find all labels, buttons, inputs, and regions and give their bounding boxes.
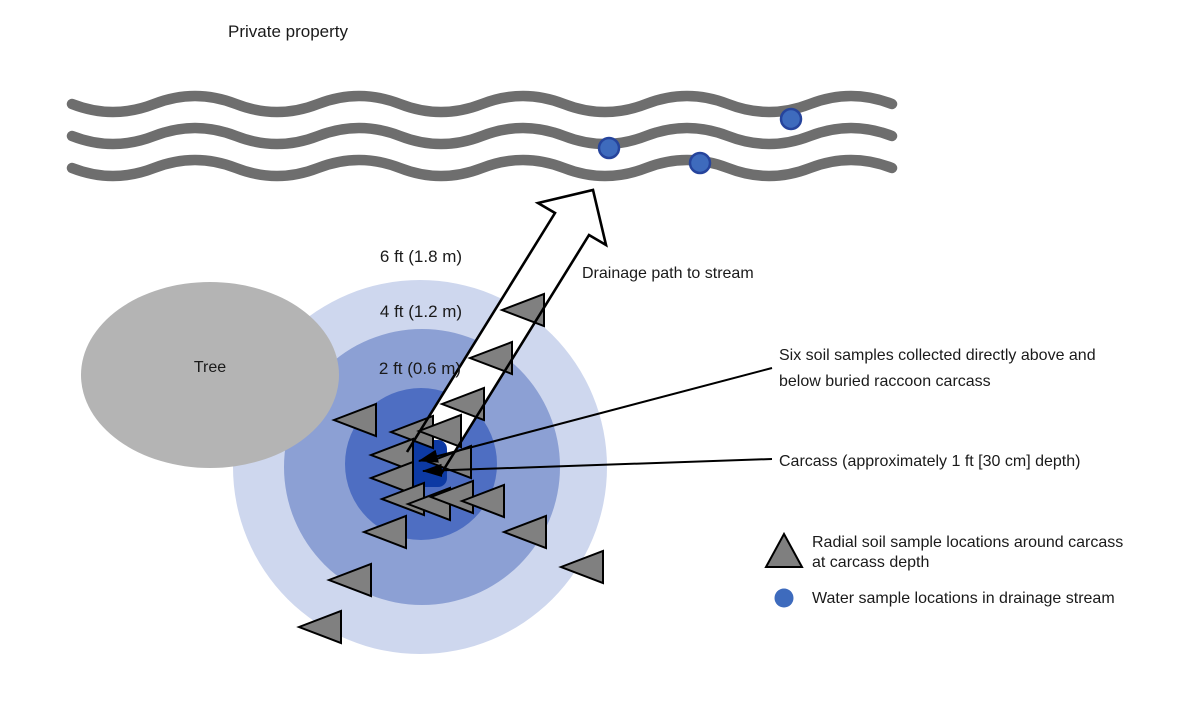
soil-sample-triangle xyxy=(416,413,462,449)
annotation-six-samples-line1: Six soil samples collected directly abov… xyxy=(779,347,1096,364)
soil-sample-triangle xyxy=(361,514,407,550)
legend-water-label: Water sample locations in drainage strea… xyxy=(812,590,1115,607)
tree-ellipse xyxy=(81,282,339,468)
stream-line-1 xyxy=(66,90,898,118)
water-sample-dot xyxy=(597,136,621,160)
annotation-six-samples: Six soil samples collected directly abov… xyxy=(779,343,1096,395)
soil-samples-layer xyxy=(296,292,604,645)
soil-sample-triangle xyxy=(296,609,342,645)
leader-line-carcass xyxy=(421,458,773,478)
soil-sample-triangle xyxy=(368,460,414,496)
leader-line-six-samples xyxy=(417,367,773,463)
legend-soil-label: Radial soil sample locations around carc… xyxy=(812,533,1123,573)
soil-sample-triangle xyxy=(501,514,547,550)
drainage-path-label: Drainage path to stream xyxy=(582,265,754,282)
private-property-label: Private property xyxy=(228,22,348,41)
soil-sample-triangle xyxy=(459,483,505,519)
water-sample-dot xyxy=(779,107,803,131)
stream-line-2 xyxy=(66,122,898,150)
annotation-six-samples-line2: below buried raccoon carcass xyxy=(779,373,991,390)
tree-label: Tree xyxy=(193,359,227,376)
soil-sample-triangle xyxy=(331,402,377,438)
legend-soil-label-line1: Radial soil sample locations around carc… xyxy=(812,534,1124,551)
soil-sample-triangle xyxy=(368,437,414,473)
stream-line-3 xyxy=(66,154,898,182)
legend-water-dot-icon xyxy=(774,588,794,608)
water-samples-layer xyxy=(597,107,803,175)
ring-label-6ft: 6 ft (1.8 m) xyxy=(379,247,463,266)
ring-label-2ft: 2 ft (0.6 m) xyxy=(378,359,462,378)
legend-soil-triangle-icon xyxy=(764,531,804,568)
legend-icons xyxy=(764,531,804,608)
water-sample-dot xyxy=(688,151,712,175)
annotation-carcass: Carcass (approximately 1 ft [30 cm] dept… xyxy=(779,453,1081,470)
ring-label-4ft: 4 ft (1.2 m) xyxy=(379,302,463,321)
soil-sample-triangle xyxy=(558,549,604,585)
legend-soil-label-line2: at carcass depth xyxy=(812,554,930,571)
drainage-arrow-outline xyxy=(405,188,608,475)
stream xyxy=(66,90,898,182)
soil-sample-triangle xyxy=(326,562,372,598)
